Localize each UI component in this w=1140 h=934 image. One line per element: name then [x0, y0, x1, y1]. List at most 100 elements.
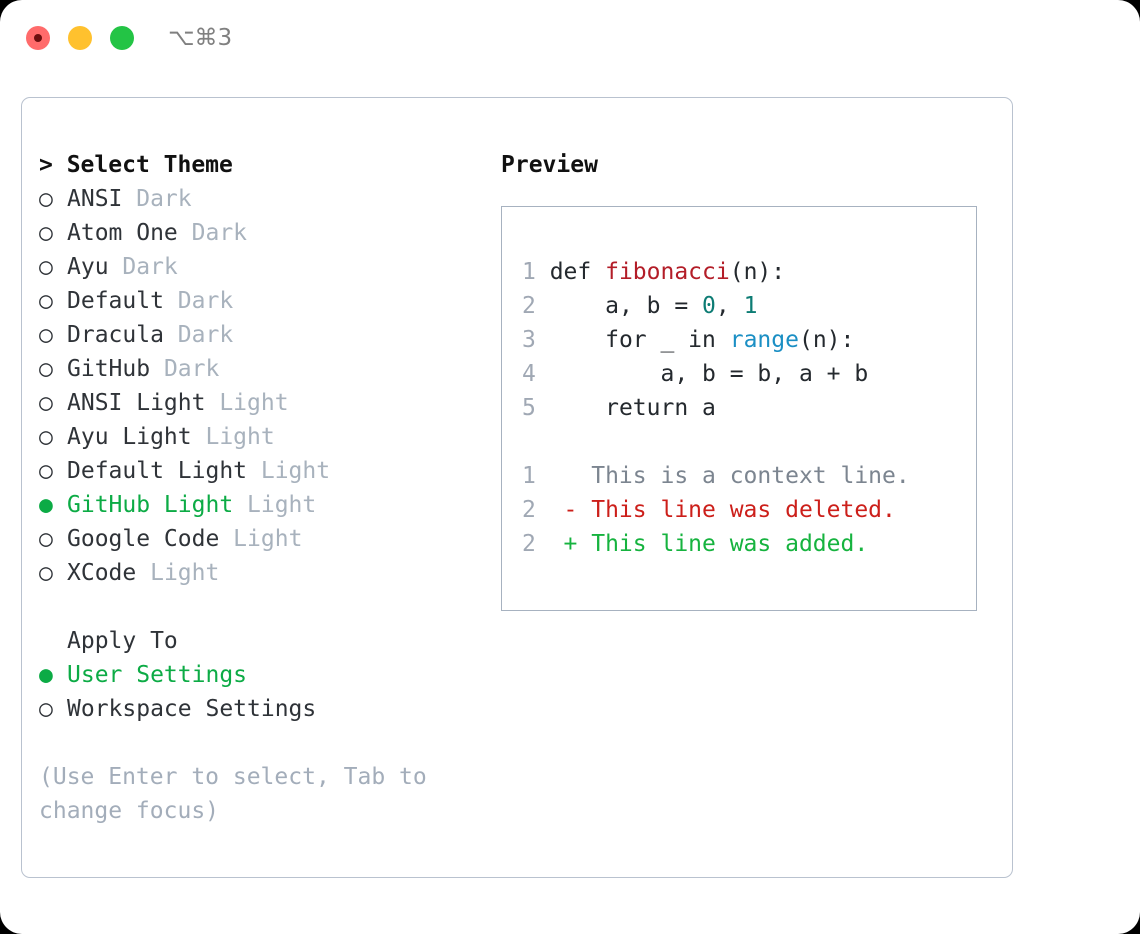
theme-option-tag: Dark	[150, 356, 220, 382]
theme-option-row[interactable]: ○ Atom One Dark	[39, 216, 469, 250]
theme-option-row[interactable]: ○ ANSI Dark	[39, 182, 469, 216]
code-token: 1	[743, 293, 758, 319]
theme-option-row[interactable]: ○ GitHub Dark	[39, 352, 469, 386]
code-diff-spacer	[522, 425, 968, 459]
radio-unselected-icon: ○	[39, 526, 53, 552]
code-line-number: 4	[522, 361, 550, 387]
theme-option-label: Default Light	[67, 458, 248, 484]
code-line-number: 5	[522, 395, 550, 421]
diff-line: 2 - This line was deleted.	[522, 493, 968, 527]
theme-option-label: XCode	[67, 560, 137, 586]
apply-to-title: Apply To	[67, 628, 178, 654]
theme-option-row[interactable]: ○Ayu Dark	[39, 250, 469, 284]
code-token: a, b = b, a + b	[549, 361, 869, 387]
theme-option-row[interactable]: ○ Default Dark	[39, 284, 469, 318]
theme-option-label: GitHub	[67, 356, 151, 382]
radio-unselected-icon: ○	[39, 322, 53, 348]
theme-option-tag: Light	[136, 560, 220, 586]
theme-option-label: Google Code	[67, 526, 220, 552]
radio-unselected-icon: ○	[39, 220, 53, 246]
radio-unselected-icon: ○	[39, 356, 53, 382]
theme-option-tag: Light	[191, 424, 275, 450]
theme-option-row[interactable]: ○ Default Light Light	[39, 454, 469, 488]
code-line: 2 a, b = 0, 1	[522, 289, 968, 323]
code-token: fibonacci	[605, 259, 730, 285]
maximize-window-button[interactable]	[110, 26, 134, 50]
radio-unselected-icon: ○	[39, 424, 53, 450]
theme-option-label: ANSI Light	[67, 390, 206, 416]
theme-option-tag: Light	[247, 458, 331, 484]
apply-to-option-row[interactable]: ● User Settings	[39, 658, 469, 692]
theme-list-title: Select Theme	[66, 152, 233, 178]
apply-to-option-row[interactable]: ○ Workspace Settings	[39, 692, 469, 726]
code-line: 3 for _ in range(n):	[522, 323, 968, 357]
theme-option-tag: Dark	[177, 220, 248, 246]
theme-option-tag: Dark	[163, 288, 234, 314]
diff-line-text: This is a context line.	[563, 463, 910, 489]
keyboard-hint-text: (Use Enter to select, Tab to change focu…	[39, 764, 441, 824]
code-token: 0	[702, 293, 716, 319]
code-token: for _ in	[549, 327, 730, 353]
apply-to-option-label: User Settings	[67, 662, 248, 688]
code-line-number: 2	[522, 293, 550, 319]
preview-pane: Preview 1 def fibonacci(n): 2 a, b = 0, 1…	[501, 148, 991, 611]
apply-to-header: Apply To	[39, 624, 469, 658]
prompt-caret-icon: >	[39, 152, 67, 178]
theme-option-label: Atom One	[67, 220, 178, 246]
code-token: return a	[549, 395, 716, 421]
theme-option-label: Default	[67, 288, 164, 314]
code-token: (n):	[729, 259, 786, 285]
radio-unselected-icon: ○	[39, 560, 53, 586]
apply-to-option-label: Workspace Settings	[67, 696, 317, 722]
theme-option-tag: Dark	[163, 322, 234, 348]
radio-selected-icon: ●	[39, 662, 53, 688]
theme-option-tag: Light	[219, 526, 303, 552]
radio-unselected-icon: ○	[39, 696, 53, 722]
apply-to-options-list: ● User Settings ○ Workspace Settings	[39, 658, 469, 726]
theme-option-tag: Dark	[108, 254, 178, 280]
theme-option-row[interactable]: ● GitHub Light Light	[39, 488, 469, 522]
diff-line-number: 1	[522, 463, 564, 489]
theme-option-label: ANSI	[67, 186, 123, 212]
theme-option-row[interactable]: ○ XCode Light	[39, 556, 469, 590]
theme-options-list: ○ANSI Dark○Atom One Dark○Ayu Dark○Defaul…	[39, 182, 469, 590]
radio-unselected-icon: ○	[39, 390, 53, 416]
theme-option-tag: Light	[233, 492, 317, 518]
theme-option-tag: Light	[205, 390, 289, 416]
theme-option-label: Dracula	[67, 322, 164, 348]
diff-line: 2 + This line was added.	[522, 527, 968, 561]
close-window-button[interactable]	[26, 26, 50, 50]
theme-list-pane: > Select Theme ○ANSI Dark○Atom One Dark○…	[39, 148, 469, 828]
diff-line-text: + This line was added.	[563, 531, 869, 557]
traffic-light-buttons	[26, 26, 134, 50]
code-token: def	[549, 259, 606, 285]
theme-option-label: GitHub Light	[67, 492, 234, 518]
theme-option-label: Ayu Light	[67, 424, 192, 450]
radio-selected-icon: ●	[39, 492, 53, 518]
code-token: ,	[715, 293, 744, 319]
radio-unselected-icon: ○	[39, 254, 53, 280]
diff-line-number: 2	[522, 531, 564, 557]
keyboard-shortcut-label: ⌥⌘3	[168, 25, 233, 51]
section-spacer	[39, 590, 469, 624]
theme-list-header: > Select Theme	[39, 148, 469, 182]
radio-unselected-icon: ○	[39, 288, 53, 314]
diff-line-number: 2	[522, 497, 564, 523]
diff-sample-block: 1 This is a context line.2 - This line w…	[522, 459, 968, 561]
preview-title: Preview	[501, 152, 598, 178]
radio-unselected-icon: ○	[39, 458, 53, 484]
theme-option-row[interactable]: ○ Google Code Light	[39, 522, 469, 556]
minimize-window-button[interactable]	[68, 26, 92, 50]
code-line-number: 3	[522, 327, 550, 353]
theme-option-row[interactable]: ○ Dracula Dark	[39, 318, 469, 352]
diff-line: 1 This is a context line.	[522, 459, 968, 493]
radio-unselected-icon: ○	[39, 186, 53, 212]
theme-option-row[interactable]: ○ ANSI Light Light	[39, 386, 469, 420]
title-bar: ⌥⌘3	[0, 0, 1140, 78]
theme-option-row[interactable]: ○ Ayu Light Light	[39, 420, 469, 454]
theme-option-tag: Dark	[122, 186, 192, 212]
code-token: a, b =	[549, 293, 703, 319]
